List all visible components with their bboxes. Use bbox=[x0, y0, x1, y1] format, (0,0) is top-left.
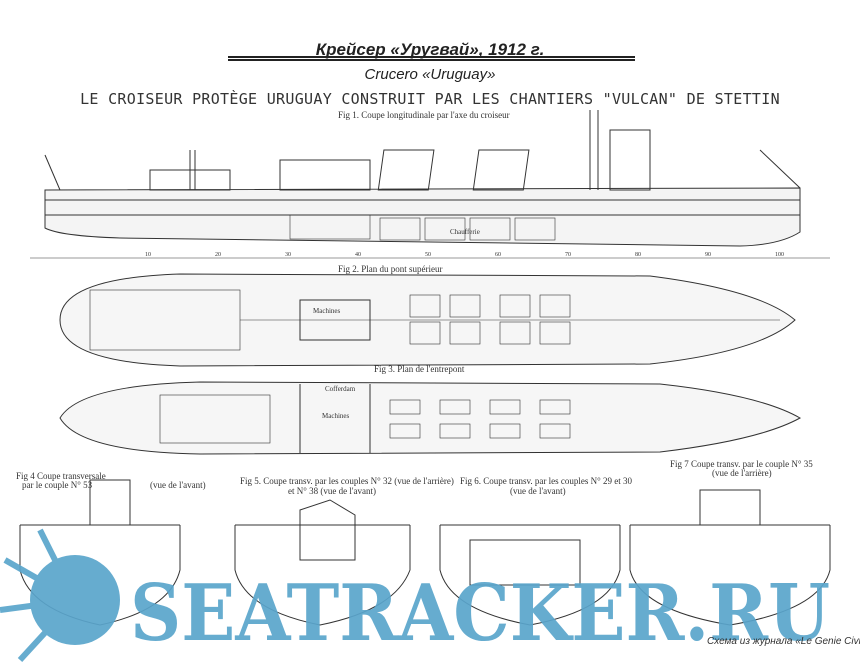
fig7-caption-2: (vue de l'arrière) bbox=[712, 468, 772, 478]
scale-tick: 80 bbox=[635, 252, 641, 258]
scale-tick: 10 bbox=[145, 252, 151, 258]
scale-tick: 90 bbox=[705, 252, 711, 258]
scale-tick: 40 bbox=[355, 252, 361, 258]
fig2-caption: Fig 2. Plan du pont supérieur bbox=[338, 264, 443, 274]
label-chaufferie: Chaufferie bbox=[450, 228, 480, 236]
page-subtitle: Crucero «Uruguay» bbox=[364, 66, 496, 83]
title-divider bbox=[228, 56, 635, 61]
fig5-caption: Fig 5. Coupe transv. par les couples N° … bbox=[240, 476, 454, 486]
label-machines-2: Machines bbox=[322, 412, 350, 420]
scale-tick: 20 bbox=[215, 252, 221, 258]
fig4-caption-3: (vue de l'avant) bbox=[150, 480, 206, 490]
label-machines: Machines bbox=[313, 307, 341, 315]
fig5-caption-2: et N° 38 (vue de l'avant) bbox=[288, 486, 376, 496]
fig3-caption: Fig 3. Plan de l'entrepont bbox=[374, 364, 465, 374]
page-title: Крейсер «Уругвай», 1912 г. bbox=[315, 40, 545, 59]
fig1-longitudinal-section bbox=[30, 110, 830, 259]
fig7-caption: Fig 7 Coupe transv. par le couple N° 35 bbox=[670, 459, 813, 469]
scale-tick: 50 bbox=[425, 252, 431, 258]
source-credit: Схема из журнала «Le Genie Civil» bbox=[707, 636, 860, 647]
fig4-caption-2: par le couple N° 53 bbox=[22, 480, 93, 490]
fig6-caption: Fig 6. Coupe transv. par les couples N° … bbox=[460, 476, 632, 486]
scale-tick: 100 bbox=[775, 252, 784, 258]
scale-tick: 30 bbox=[285, 252, 291, 258]
fig3-lower-deck-plan bbox=[59, 381, 802, 455]
watermark-text: SEATRACKER.RU bbox=[130, 568, 830, 659]
scale-tick: 70 bbox=[565, 252, 571, 258]
scale-tick: 60 bbox=[495, 252, 501, 258]
fig1-caption: Fig 1. Coupe longitudinale par l'axe du … bbox=[338, 110, 510, 120]
label-cofferdam: Cofferdam bbox=[325, 385, 356, 393]
fig2-upper-deck-plan bbox=[59, 273, 796, 367]
fig4-caption: Fig 4 Coupe transversale bbox=[16, 471, 106, 481]
drawing-heading: LE CROISEUR PROTÈGE URUGUAY CONSTRUIT PA… bbox=[80, 90, 780, 108]
fig6-caption-2: (vue de l'avant) bbox=[510, 486, 566, 496]
